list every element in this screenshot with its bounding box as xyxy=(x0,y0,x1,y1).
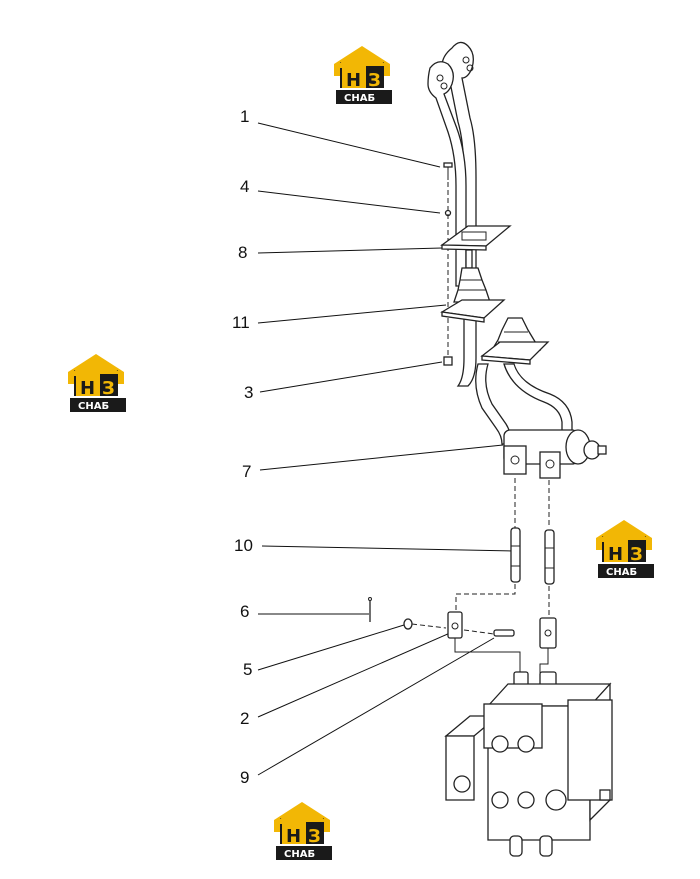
clevis-2 xyxy=(447,611,463,639)
svg-text:Н: Н xyxy=(80,378,95,399)
logo-watermark-icon: Н З СНАБ xyxy=(596,520,654,578)
assembly-dash-6 xyxy=(411,623,447,629)
svg-text:Н: Н xyxy=(286,826,301,847)
pin-6 xyxy=(368,597,372,622)
svg-text:СНАБ: СНАБ xyxy=(284,849,315,860)
leader-lines xyxy=(257,122,515,776)
plate-8 xyxy=(440,225,512,251)
callout-5: 5 xyxy=(243,660,252,679)
callout-9: 9 xyxy=(240,768,249,787)
boot-right xyxy=(480,317,550,365)
svg-text:З: З xyxy=(630,544,643,565)
boot-11 xyxy=(440,249,506,323)
bolt-1 xyxy=(443,162,453,180)
logo-watermark-icon: Н З СНАБ xyxy=(334,46,392,104)
callout-2: 2 xyxy=(240,709,249,728)
control-valve xyxy=(444,682,613,857)
callout-6: 6 xyxy=(240,602,249,621)
callout-11: 11 xyxy=(232,313,250,332)
logo-watermark-icon: Н З СНАБ xyxy=(274,802,332,860)
clevis-right xyxy=(539,617,557,649)
callout-3: 3 xyxy=(244,383,253,402)
callout-7: 7 xyxy=(242,462,251,481)
callout-1: 1 xyxy=(240,107,249,126)
svg-text:З: З xyxy=(368,70,381,91)
svg-text:З: З xyxy=(102,378,115,399)
callout-4: 4 xyxy=(240,177,249,196)
pin-9 xyxy=(493,629,515,637)
housing-7 xyxy=(503,429,607,479)
svg-text:СНАБ: СНАБ xyxy=(344,93,375,104)
callout-10: 10 xyxy=(234,536,253,555)
washer-5 xyxy=(403,618,413,630)
nut-3 xyxy=(443,356,453,366)
svg-text:СНАБ: СНАБ xyxy=(78,401,109,412)
lever-handles xyxy=(427,41,477,387)
svg-text:З: З xyxy=(308,826,321,847)
assembly-dash-7 xyxy=(463,629,495,635)
svg-text:СНАБ: СНАБ xyxy=(606,567,637,578)
link-rods-10 xyxy=(510,527,555,585)
logo-watermark-icon: Н З СНАБ xyxy=(68,354,126,412)
lever-shafts xyxy=(475,363,573,445)
callout-8: 8 xyxy=(238,243,247,262)
assembly-dash-4 xyxy=(455,584,516,612)
svg-text:Н: Н xyxy=(346,70,361,91)
svg-text:Н: Н xyxy=(608,544,623,565)
